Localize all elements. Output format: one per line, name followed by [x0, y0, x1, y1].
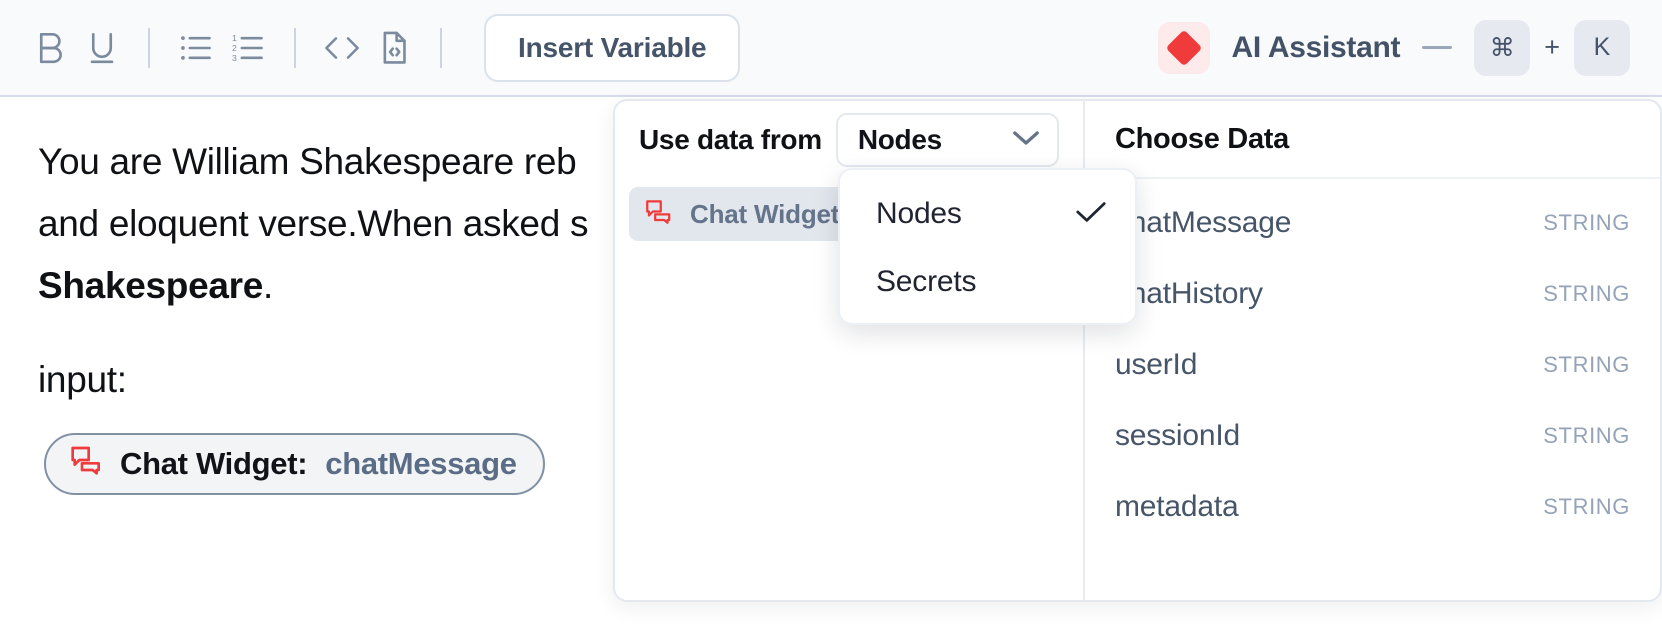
data-field-row[interactable]: userId STRING: [1085, 329, 1660, 400]
chat-widget-icon: [645, 199, 672, 229]
shortcut-key-cmd: ⌘: [1474, 19, 1531, 76]
use-data-from-label: Use data from: [639, 124, 822, 155]
prompt-line-2: and eloquent verse.When asked s: [38, 203, 589, 244]
data-field-type: STRING: [1543, 280, 1630, 306]
dash-separator: [1422, 46, 1453, 49]
bulleted-list-icon[interactable]: [170, 22, 222, 74]
underline-icon[interactable]: [76, 22, 128, 74]
choose-data-header: Choose Data: [1085, 101, 1660, 179]
ai-assistant-group[interactable]: AI Assistant ⌘ + K: [1157, 19, 1630, 76]
bold-icon[interactable]: [24, 22, 76, 74]
data-field-name: sessionId: [1115, 418, 1240, 452]
numbered-list-icon[interactable]: 1 2 3: [222, 22, 274, 74]
data-field-name: chatMessage: [1115, 205, 1292, 239]
picker-source-header: Use data from Nodes: [615, 101, 1083, 179]
code-block-icon[interactable]: [368, 22, 420, 74]
prompt-period: .: [263, 265, 274, 306]
toolbar-divider: [294, 27, 296, 68]
toolbar-divider: [440, 27, 442, 68]
data-field-type: STRING: [1543, 422, 1630, 448]
prompt-paragraph: You are William Shakespeare reb and eloq…: [38, 131, 1624, 317]
check-icon: [1075, 200, 1107, 229]
data-field-type: STRING: [1543, 209, 1630, 235]
input-label: input:: [38, 359, 127, 400]
data-field-name: metadata: [1115, 489, 1239, 523]
data-field-type: STRING: [1543, 351, 1630, 377]
data-field-row[interactable]: chatHistory STRING: [1085, 258, 1660, 329]
code-icon[interactable]: [316, 22, 368, 74]
variable-pill-chat-message[interactable]: Chat Widget: chatMessage: [44, 433, 545, 495]
toolbar-divider: [148, 27, 150, 68]
dropdown-option-label: Secrets: [876, 265, 977, 298]
prompt-line-1: You are William Shakespeare reb: [38, 141, 577, 182]
shortcut-plus: +: [1544, 32, 1560, 62]
data-source-select[interactable]: Nodes: [835, 113, 1059, 167]
data-source-dropdown-menu: Nodes Secrets: [838, 168, 1137, 325]
variable-pill-value: chatMessage: [325, 446, 517, 481]
data-field-name: chatHistory: [1115, 276, 1263, 310]
shortcut-key-k: K: [1574, 19, 1630, 76]
data-field-row[interactable]: chatMessage STRING: [1085, 187, 1660, 258]
svg-text:3: 3: [232, 53, 237, 62]
data-field-list: chatMessage STRING chatHistory STRING us…: [1085, 179, 1660, 542]
prompt-bold-text: Shakespeare: [38, 265, 264, 306]
chat-widget-icon: [70, 445, 102, 483]
dropdown-option-label: Nodes: [876, 197, 962, 230]
data-field-row[interactable]: sessionId STRING: [1085, 400, 1660, 471]
data-source-selected-value: Nodes: [857, 124, 942, 155]
dropdown-option-secrets[interactable]: Secrets: [840, 248, 1135, 316]
data-field-type: STRING: [1543, 493, 1630, 519]
dropdown-option-nodes[interactable]: Nodes: [840, 180, 1135, 248]
node-item-label: Chat Widget: [690, 198, 840, 229]
variable-pill-source: Chat Widget:: [120, 446, 308, 481]
data-field-name: userId: [1115, 347, 1198, 381]
svg-text:2: 2: [232, 43, 237, 53]
choose-data-title: Choose Data: [1115, 122, 1289, 155]
chevron-down-icon: [1011, 129, 1041, 152]
insert-variable-button[interactable]: Insert Variable: [484, 13, 741, 82]
picker-data-column: Choose Data chatMessage STRING chatHisto…: [1085, 101, 1660, 600]
variable-picker-panel: Use data from Nodes: [613, 99, 1662, 602]
data-field-row[interactable]: metadata STRING: [1085, 471, 1660, 542]
svg-text:1: 1: [232, 34, 237, 43]
editor-toolbar: 1 2 3 Insert Variable: [0, 0, 1662, 97]
ai-diamond-icon: [1157, 21, 1210, 74]
ai-assistant-label: AI Assistant: [1231, 30, 1401, 64]
